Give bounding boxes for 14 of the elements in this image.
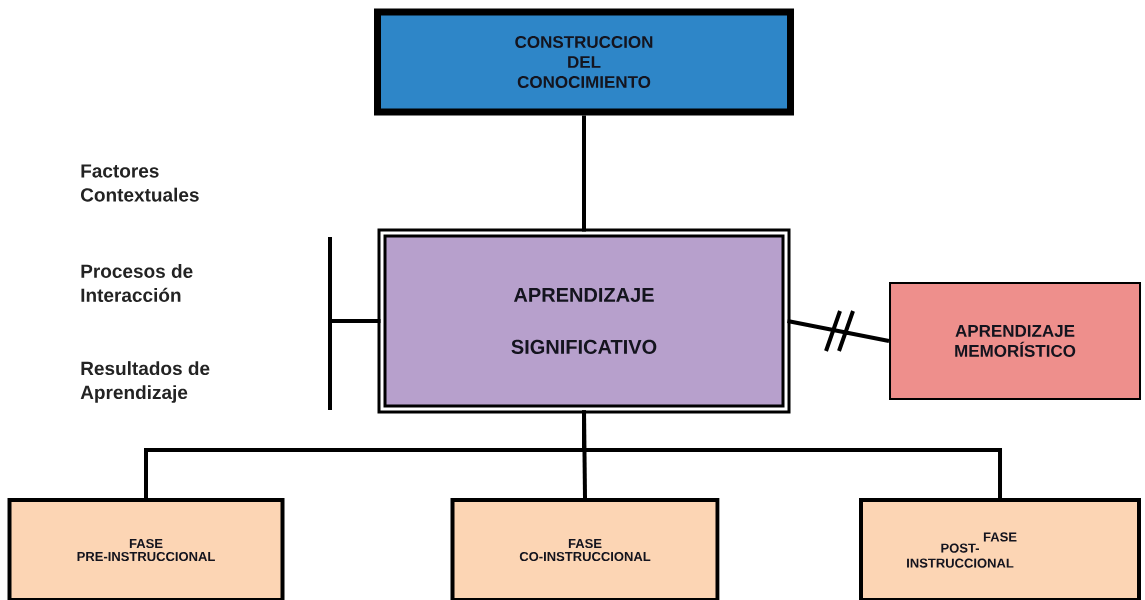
concept-box: APRENDIZAJE SIGNIFICATIVO — [377, 228, 791, 414]
branch-connector — [582, 410, 1002, 498]
side-label: Factores Contextuales — [81, 164, 199, 202]
concept-box: APRENDIZAJE MEMORÍSTICO — [889, 282, 1141, 400]
bracket-connector — [328, 235, 383, 412]
broken-connector — [785, 309, 891, 353]
phase-box: FASE POST-INSTRUCCIONAL — [859, 498, 1141, 600]
connector-line — [582, 410, 587, 499]
phase-box: FASE PRE-INSTRUCCIONAL — [7, 498, 285, 600]
phase-box: FASE CO-INSTRUCCIONAL — [450, 498, 720, 600]
side-label: Procesos de Interacción — [81, 264, 193, 302]
side-label: Resultados de Aprendizaje — [80, 361, 210, 403]
title-box: CONSTRUCCION DEL CONOCIMIENTO — [374, 8, 794, 116]
connector-line — [582, 115, 586, 232]
